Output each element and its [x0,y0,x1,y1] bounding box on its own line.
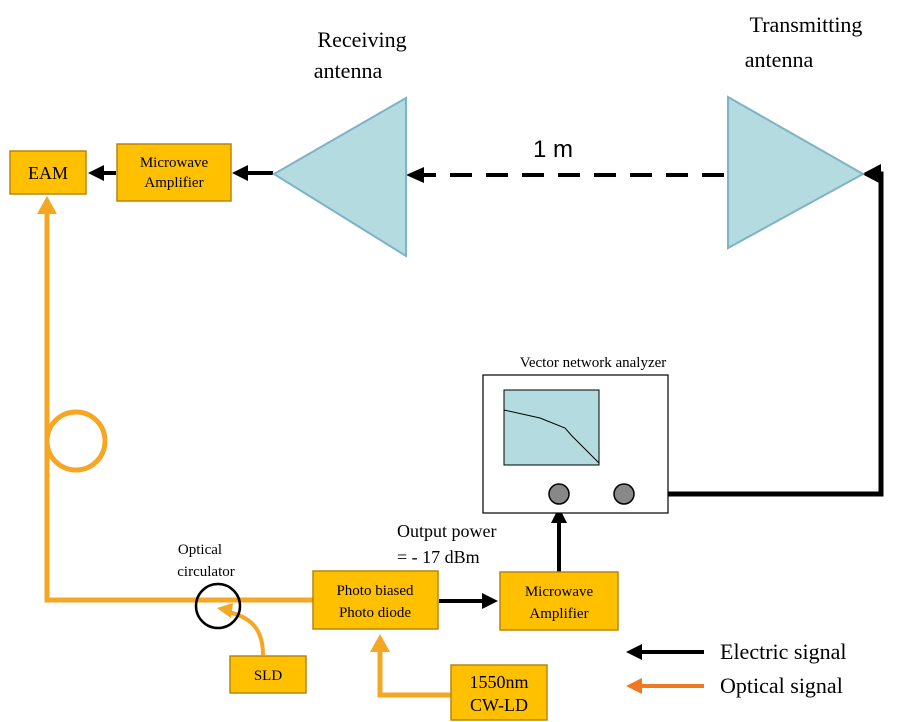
vna-label: Vector network analyzer [520,355,667,371]
optical-arrow-eam [37,196,57,214]
sld-label: SLD [254,668,283,684]
sld-box [229,655,307,694]
legend: Electric signal Optical signal [626,639,846,698]
cwld-arrow [370,634,390,652]
eam-box [9,150,87,195]
optical-circulator [194,582,242,630]
output-power-label-2: = - 17 dBm [397,547,480,567]
photodiode-box [312,570,439,630]
sld-arrow [217,603,233,618]
optical-fiber-main [44,212,313,603]
electric-paths [88,164,884,609]
photodiode-label-1: Photo biased [336,583,414,599]
output-power-label-1: Output power [397,521,496,541]
fiber-loop [44,409,108,473]
receiving-antenna-label-2: antenna [314,58,383,83]
vna-port-1 [548,483,570,505]
eam-label: EAM [28,163,68,183]
legend-optical-arrow [626,678,642,694]
receiving-antenna [272,96,407,258]
transmitting-antenna [727,95,866,250]
legend-electric-arrow [626,644,642,660]
cwld-label-2: CW-LD [470,695,528,715]
receiving-antenna-label-1: Receiving [317,27,406,52]
transmitting-antenna-label-1: Transmitting [750,12,863,37]
vna-port-2 [613,483,635,505]
optical-fiber-paths [37,196,451,698]
vna-screen [503,389,600,466]
photodiode-label-2: Photo diode [339,605,411,621]
mw-amp-bottom-label-2: Amplifier [529,606,588,622]
legend-optical-label: Optical signal [720,673,843,698]
circulator-label-2: circulator [177,564,234,580]
mw-amp-bottom-label-1: Microwave [525,584,594,600]
sld-fiber [227,610,265,656]
distance-label: 1 m [533,136,573,163]
mw-amp-top-label-2: Amplifier [144,175,203,191]
circulator-label-1: Optical [178,542,222,558]
cwld-box [450,664,548,721]
vna-trace [503,409,600,464]
microwave-amplifier-bottom [499,571,619,631]
cwld-fiber [377,650,451,698]
microwave-amplifier-top [116,143,232,202]
transmitting-antenna-label-2: antenna [745,47,814,72]
mw-amp-top-label-1: Microwave [140,155,209,171]
legend-electric-label: Electric signal [720,639,846,664]
cwld-label-1: 1550nm [469,672,528,692]
